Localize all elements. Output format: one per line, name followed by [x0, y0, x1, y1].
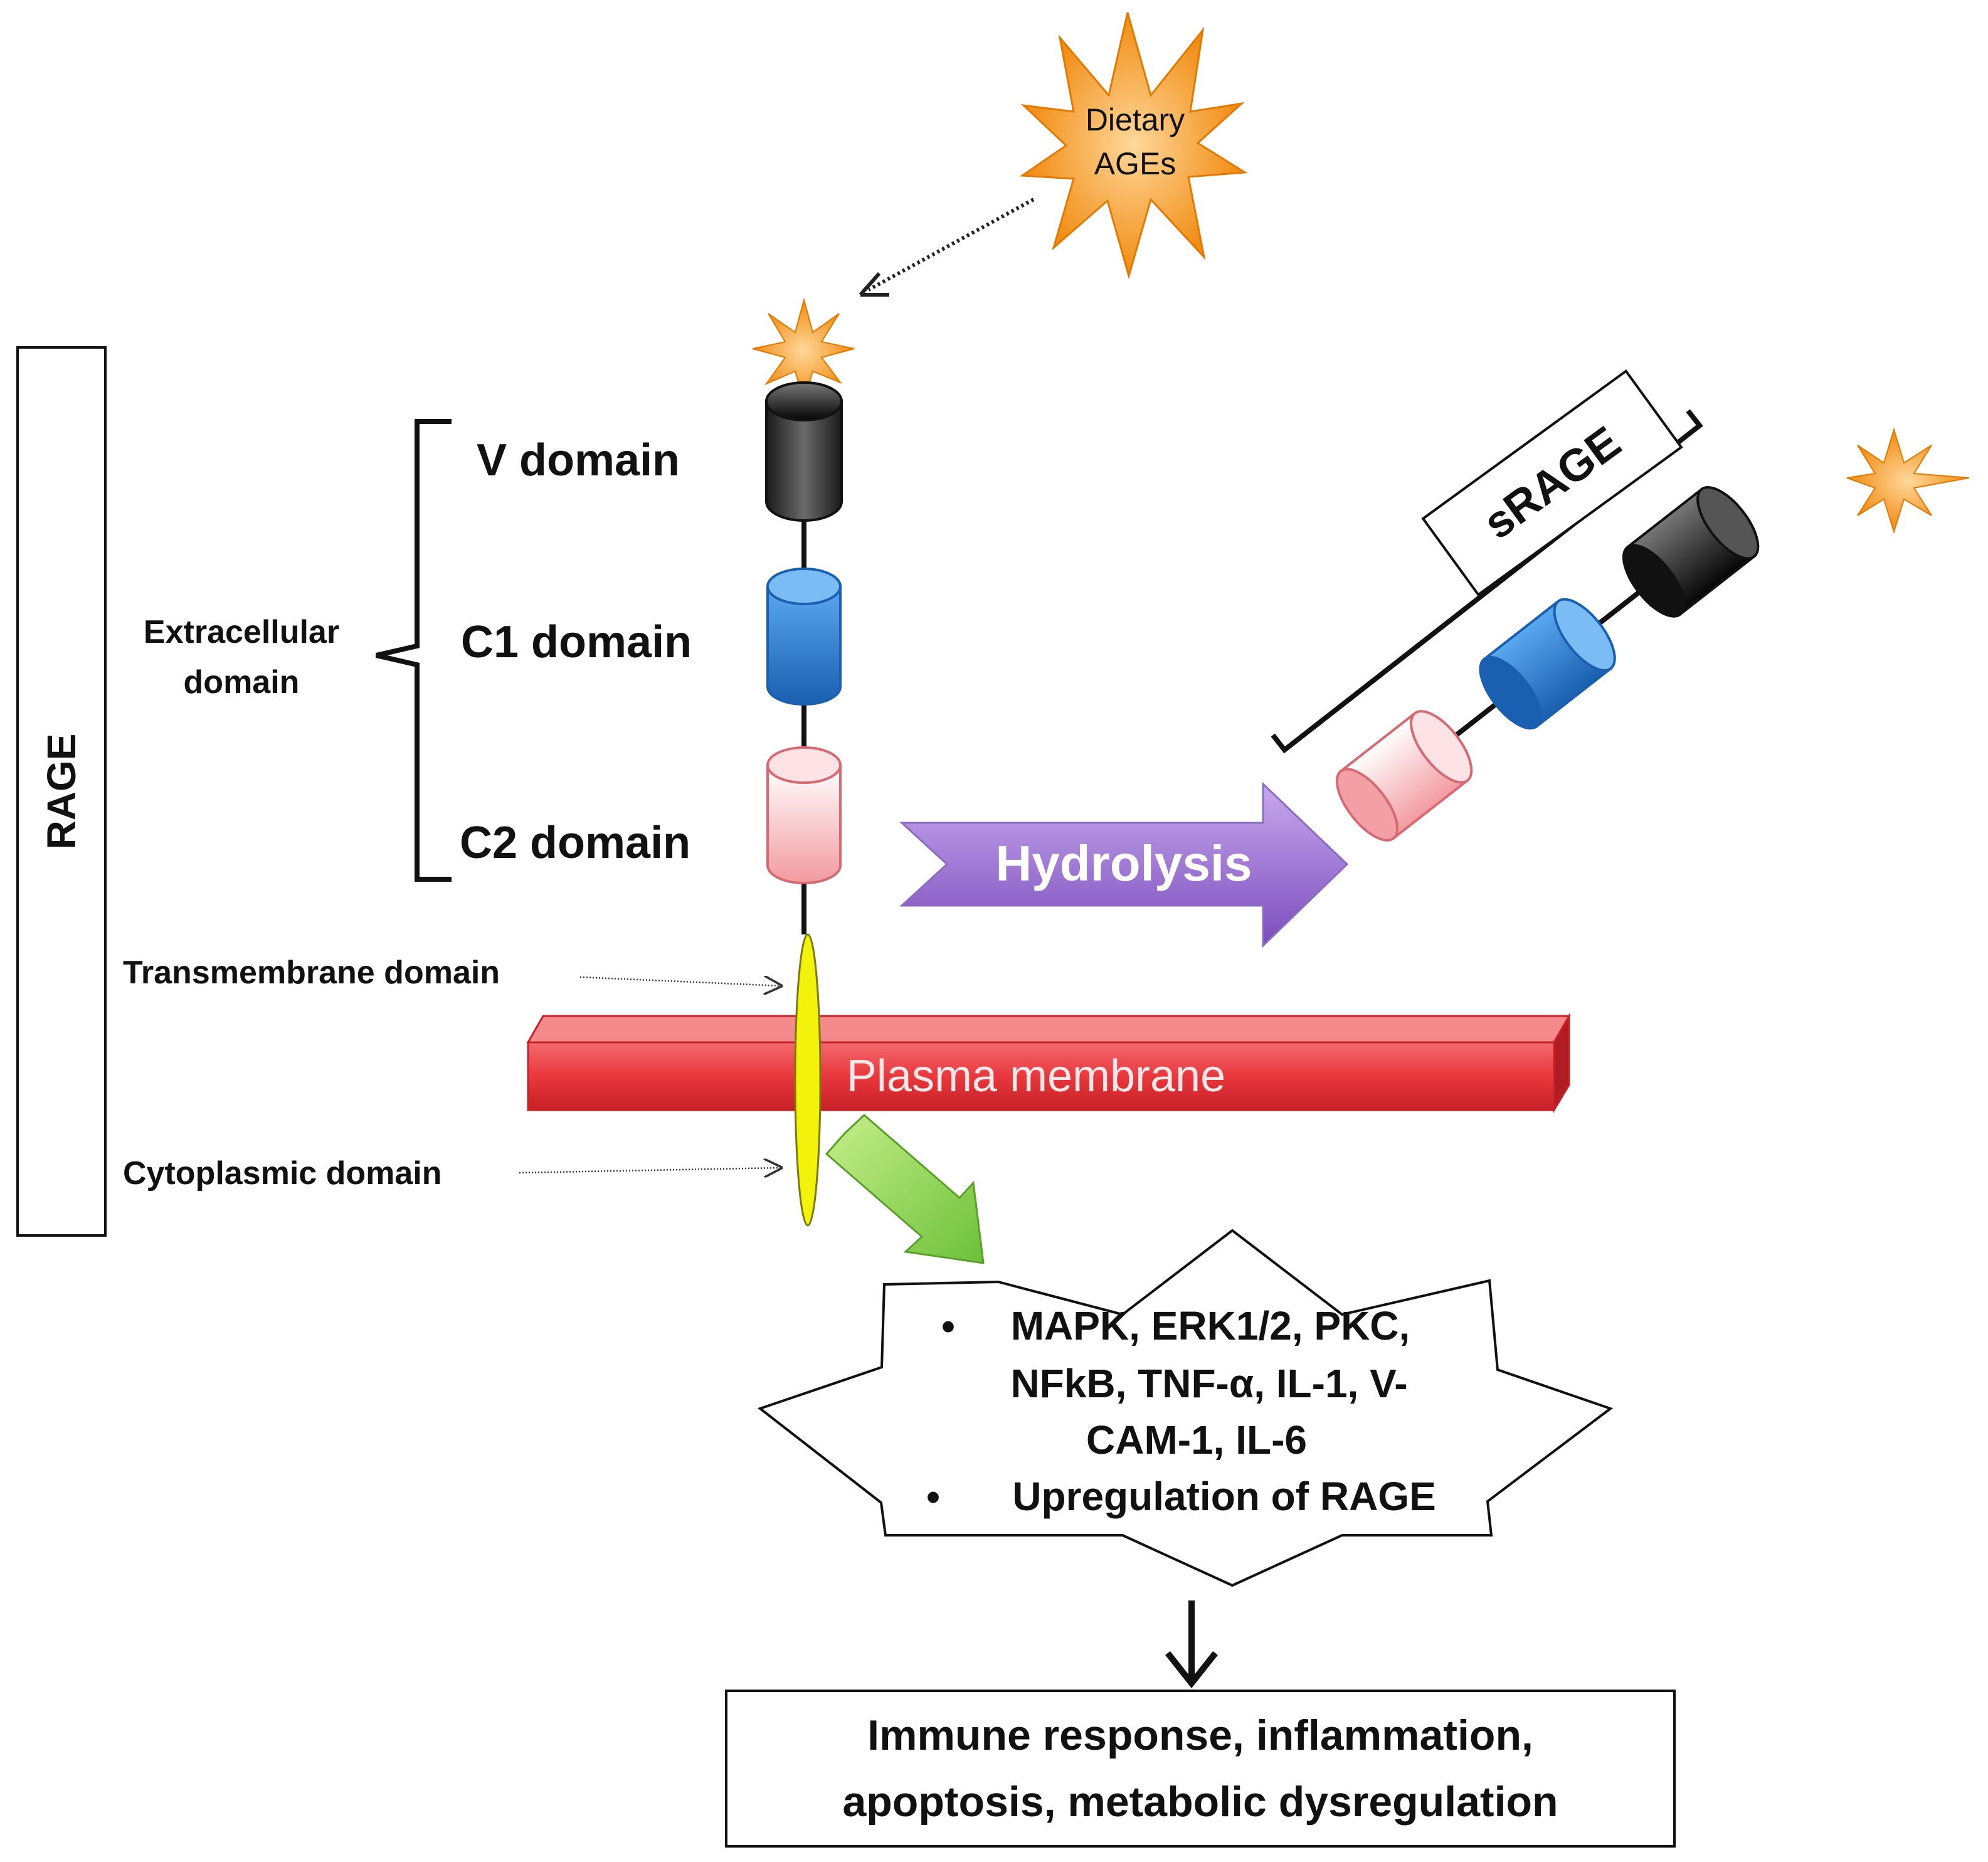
transmembrane-rod [794, 933, 822, 1227]
cytoplasmic-label: Cytoplasmic domain [123, 1155, 442, 1192]
cytoplasmic-pointer [519, 1168, 781, 1173]
outcome-line1: Immune response, inflammation, [867, 1711, 1533, 1759]
extracellular-brace [376, 419, 452, 882]
plasma-membrane: Plasma membrane [526, 1012, 1571, 1114]
transmembrane-label: Transmembrane domain [123, 955, 500, 991]
dietary-ages-line1: Dietary [1086, 102, 1185, 137]
outcome-text: Immune response, inflammation, apoptosis… [842, 1702, 1558, 1835]
srage-bound-age-star-icon [1846, 427, 1970, 534]
hydrolysis-arrow: Hydrolysis [899, 781, 1349, 948]
c1-domain-cylinder [766, 568, 842, 706]
srage-fragment [1271, 409, 1760, 842]
signaling-bullet-2: • [926, 1476, 940, 1519]
signaling-line2: NFkB, TNF-α, IL-1, V- [1010, 1361, 1407, 1406]
srage-c1-cylinder [1479, 598, 1616, 730]
v-domain-label: V domain [477, 435, 680, 485]
srage-label-box: sRAGE [1421, 369, 1683, 597]
c1-domain-label: C1 domain [461, 617, 692, 667]
v-domain-cylinder [765, 381, 843, 522]
c2-domain-label: C2 domain [460, 818, 690, 868]
extracellular-label-line2: domain [184, 664, 300, 701]
signaling-bullet-1: • [941, 1305, 955, 1348]
srage-c2-cylinder [1335, 710, 1473, 842]
plasma-membrane-label: Plasma membrane [847, 1051, 1225, 1101]
outcome-arrow [1165, 1600, 1218, 1689]
hydrolysis-label: Hydrolysis [995, 835, 1252, 891]
dietary-ages-line2: AGEs [1094, 146, 1176, 181]
rage-bracket-box [16, 346, 107, 1237]
signaling-line3: CAM-1, IL-6 [1086, 1417, 1307, 1463]
transmembrane-pointer [579, 977, 781, 986]
outcome-box: Immune response, inflammation, apoptosis… [725, 1690, 1676, 1848]
signaling-starburst: • MAPK, ERK1/2, PKC, NFkB, TNF-α, IL-1, … [757, 1229, 1614, 1587]
srage-v-cylinder [1622, 486, 1760, 618]
extracellular-label-line1: Extracellular [144, 614, 339, 650]
signaling-line4: Upregulation of RAGE [1012, 1474, 1436, 1519]
outcome-line2: apoptosis, metabolic dysregulation [842, 1778, 1558, 1826]
signaling-line1: MAPK, ERK1/2, PKC, [1011, 1303, 1410, 1348]
c2-domain-cylinder [766, 746, 842, 884]
signaling-arrow [825, 1113, 985, 1264]
ages-binding-arrow [859, 198, 1035, 297]
dietary-ages-star: Dietary AGEs [1019, 12, 1248, 280]
